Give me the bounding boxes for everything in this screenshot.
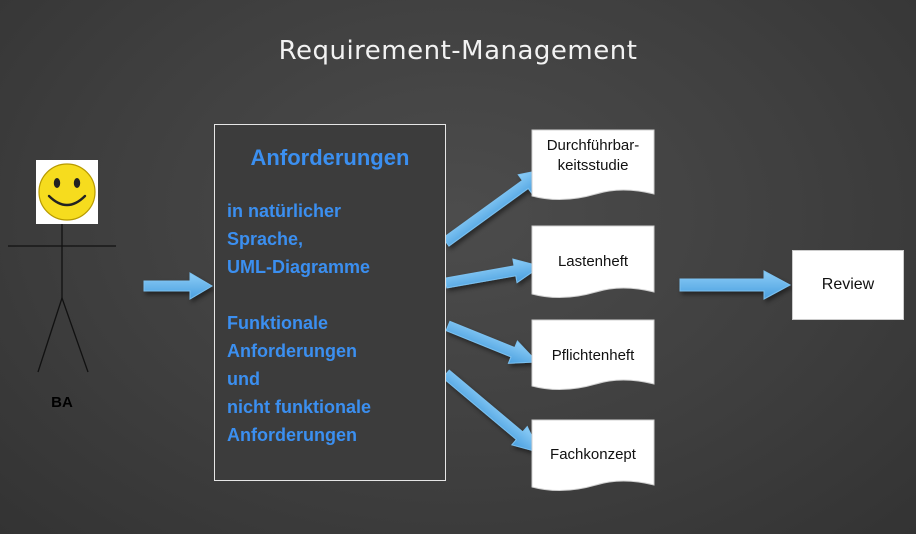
document-lastenheft: Lastenheft [532,252,654,272]
review-box: Review [792,250,904,320]
document-label-line: Pflichtenheft [551,347,635,364]
document-shape-feasibility-study [531,129,655,201]
document-label-line: Durchführbar- [546,137,640,154]
document-label-line: Lastenheft [557,253,629,270]
document-label-line: keitsstudie [557,157,629,174]
arrow-to-pflichtenheft [445,320,539,364]
requirements-line: nicht funktionale [227,397,371,417]
requirements-paragraph-1: in natürlicher Sprache, UML-Diagramme [227,197,439,281]
document-shape-lastenheft [531,225,655,299]
document-shape-fachkonzept [531,419,655,492]
arrow-to-review [679,270,792,300]
document-pflichtenheft: Pflichtenheft [532,346,654,366]
document-label-line: Fachkonzept [550,446,636,463]
ba-label: BA [51,394,73,411]
requirements-line: und [227,369,260,389]
arrow-to-lastenheft [444,258,542,289]
requirements-line: in natürlicher [227,201,342,221]
arrow-ba-to-requirements [143,272,213,300]
requirements-line: Sprache, [227,229,304,249]
requirements-line: UML-Diagramme [227,257,371,277]
requirements-line: Anforderungen [227,341,357,361]
requirements-line: Funktionale [227,313,329,333]
document-fachkonzept: Fachkonzept [532,445,654,465]
review-label: Review [821,276,875,293]
ba-stick-figure [8,224,116,373]
requirements-paragraph-2: Funktionale Anforderungen und nicht funk… [227,309,439,449]
diagram-title: Requirement-Management [278,36,638,66]
arrow-to-fachkonzept [442,369,541,454]
document-shape-pflichtenheft [531,319,655,391]
document-feasibility-study: Durchführbar- keitsstudie [532,136,654,176]
requirements-box: Anforderungen in natürlicher Sprache, UM… [214,124,446,481]
requirements-heading: Anforderungen [250,145,410,170]
requirements-line: Anforderungen [227,425,357,445]
smiley-icon [36,160,98,224]
